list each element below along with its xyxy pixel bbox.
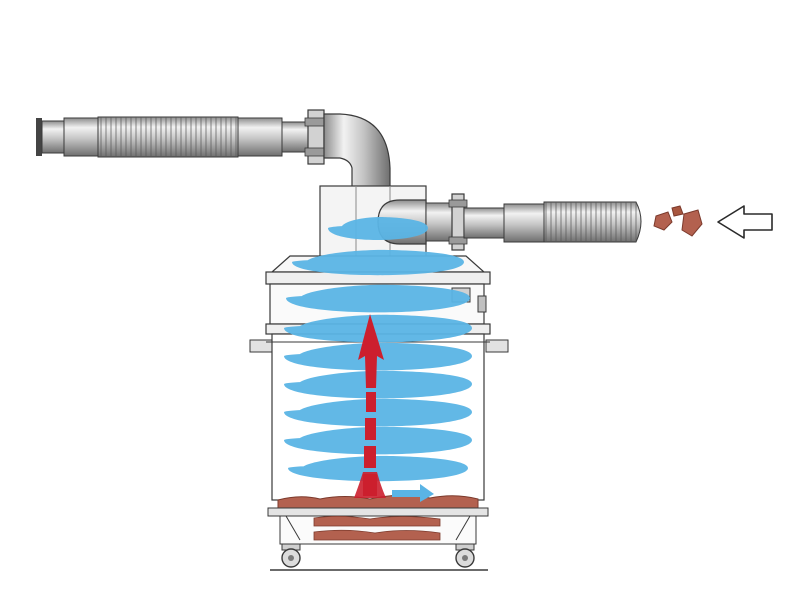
incoming-debris [653, 205, 703, 237]
airflow-spiral-turn [288, 455, 468, 482]
caster-left [281, 543, 301, 568]
hollow-arrow-left-icon [717, 205, 773, 239]
exhaust-pipe [36, 109, 391, 191]
exhaust-elbow [323, 113, 391, 191]
airflow-spiral-turn [286, 284, 470, 313]
airflow-spiral-turn [284, 398, 472, 427]
red-arrow-up-icon [354, 314, 386, 498]
airflow-spiral-turn [292, 249, 464, 276]
airflow-exit-arrow [392, 484, 434, 502]
airflow-spiral-turn [284, 370, 472, 399]
airflow-spiral-turn [328, 217, 428, 240]
airflow-spiral-turn [284, 342, 472, 371]
airflow-spiral-turn [284, 314, 472, 343]
exhaust-pipe-end-cap [36, 118, 42, 156]
cyclonic-airflow-spiral [284, 217, 472, 502]
drum-handle-right [485, 339, 509, 353]
caster-right [455, 543, 475, 568]
airflow-spiral-turn [284, 426, 472, 455]
collected-debris [277, 494, 479, 509]
